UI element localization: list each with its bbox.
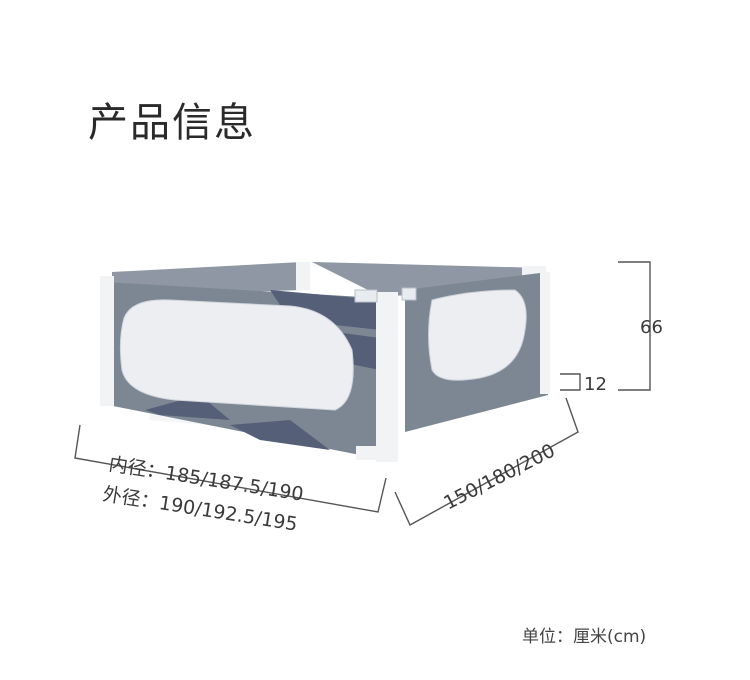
- right-side-panel: [405, 272, 550, 432]
- left-front-panel: [100, 276, 398, 462]
- depth-dim-line: [394, 397, 579, 526]
- height-label: 66: [640, 317, 663, 338]
- base-height-label: 12: [584, 374, 607, 395]
- height-dim-line: [618, 261, 651, 391]
- joint-clip: [354, 289, 378, 303]
- depth-label: 150/180/200: [440, 440, 558, 515]
- page-title: 产品信息: [88, 100, 256, 146]
- width-dim-line: [74, 424, 387, 513]
- dimension-lines: [74, 261, 651, 526]
- joint-clip: [401, 287, 417, 301]
- unit-note: 单位：厘米(cm): [522, 627, 647, 647]
- base-dim-line: [560, 373, 581, 391]
